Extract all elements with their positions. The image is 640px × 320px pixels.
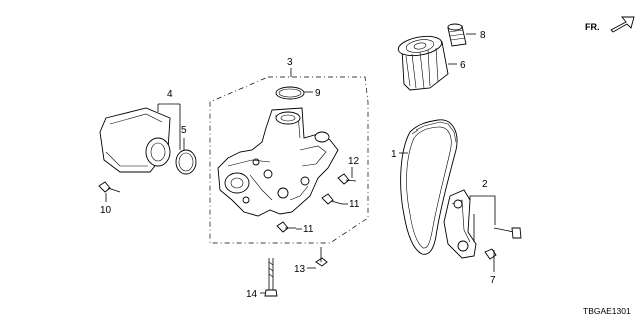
front-direction-label: FR. bbox=[585, 22, 600, 32]
front-direction-arrow bbox=[610, 16, 635, 33]
diagram-code: TBGAE1301 bbox=[583, 306, 631, 316]
bolt-12 bbox=[337, 173, 357, 185]
bolt-14 bbox=[264, 258, 278, 297]
bolt-7 bbox=[484, 248, 497, 266]
callout-10: 10 bbox=[100, 205, 112, 216]
threaded-stud-8 bbox=[447, 23, 467, 47]
bolt-11-upper bbox=[321, 193, 343, 205]
o-ring-9 bbox=[275, 86, 305, 100]
callout-9: 9 bbox=[315, 88, 321, 99]
oil-filter-6 bbox=[397, 35, 449, 91]
gasket-5 bbox=[175, 149, 197, 175]
callout-2: 2 bbox=[482, 179, 488, 190]
bolt-13 bbox=[315, 247, 328, 267]
timing-chain-1 bbox=[400, 119, 458, 255]
chain-guide-2 bbox=[443, 189, 477, 259]
callout-1: 1 bbox=[391, 149, 397, 160]
pump-group-outline bbox=[209, 76, 369, 244]
callout-8: 8 bbox=[480, 30, 486, 41]
callout-4: 4 bbox=[167, 89, 173, 100]
leader-2 bbox=[469, 195, 496, 242]
callout-11-upper: 11 bbox=[349, 199, 360, 210]
bolt-2-upper bbox=[493, 227, 522, 239]
bolt-11-lower bbox=[276, 221, 296, 233]
leader-4 bbox=[157, 103, 181, 150]
oil-strainer-4 bbox=[99, 107, 171, 173]
callout-13: 13 bbox=[294, 264, 306, 275]
callout-12: 12 bbox=[348, 156, 360, 167]
callout-5: 5 bbox=[181, 125, 187, 136]
callout-6: 6 bbox=[460, 60, 466, 71]
bolt-10 bbox=[98, 181, 121, 193]
callout-3: 3 bbox=[287, 57, 293, 68]
callout-11-lower: 11 bbox=[303, 224, 314, 235]
callout-7: 7 bbox=[490, 275, 496, 286]
oil-pump-body bbox=[217, 107, 339, 217]
callout-14: 14 bbox=[246, 289, 258, 300]
